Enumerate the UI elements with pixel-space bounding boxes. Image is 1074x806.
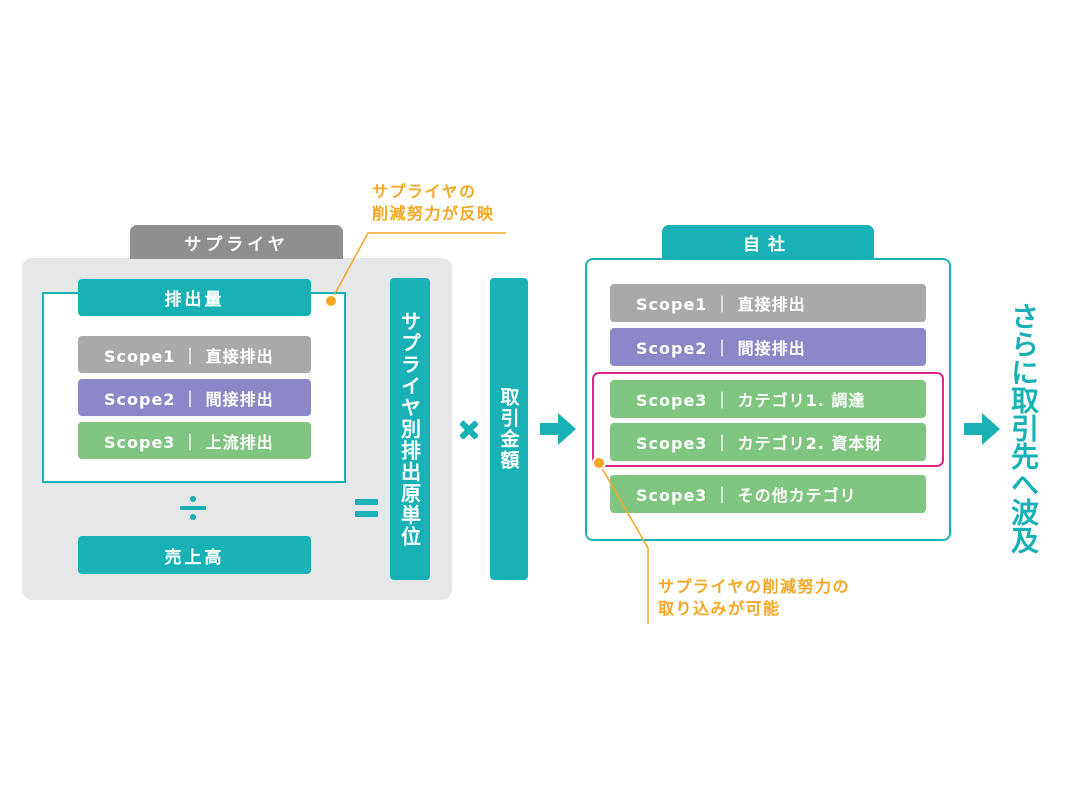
- scope3-highlight-frame: [592, 372, 944, 467]
- multiply-icon: [459, 420, 479, 440]
- transaction-amount-label: 取引金額: [497, 387, 520, 471]
- transaction-amount-box: 取引金額: [490, 278, 528, 580]
- emissions-label: 排出量: [78, 279, 311, 316]
- equals-icon: [355, 497, 378, 519]
- emission-intensity-label: サプライヤ別排出原単位: [397, 310, 422, 548]
- supplier-scope2-bar: Scope2 ｜ 間接排出: [78, 379, 311, 416]
- supplier-scope3-bar: Scope3 ｜ 上流排出: [78, 422, 311, 459]
- sales-label: 売上高: [78, 536, 311, 574]
- supplier-callout-line-1: サプライヤの: [372, 182, 477, 201]
- ripple-label: さらに取引先へ波及: [1007, 302, 1040, 554]
- supplier-tab: サプライヤ: [130, 225, 343, 259]
- company-callout-line-2: 取り込みが可能: [658, 599, 781, 618]
- supplier-callout-line-2: 削減努力が反映: [372, 204, 495, 223]
- arrow-right-icon: [964, 413, 1000, 445]
- company-scope3-other-bar: Scope3 ｜ その他カテゴリ: [610, 475, 926, 513]
- company-callout-line-1: サプライヤの削減努力の: [658, 577, 851, 596]
- supplier-scope1-bar: Scope1 ｜ 直接排出: [78, 336, 311, 373]
- company-callout: サプライヤの削減努力の 取り込みが可能: [658, 576, 850, 620]
- company-scope3-cat2-bar: Scope3 ｜ カテゴリ2. 資本財: [610, 423, 926, 461]
- company-scope1-bar: Scope1 ｜ 直接排出: [610, 284, 926, 322]
- emission-intensity-box: サプライヤ別排出原単位: [390, 278, 430, 580]
- company-scope2-bar: Scope2 ｜ 間接排出: [610, 328, 926, 366]
- ripple-label-box: さらに取引先へ波及: [1002, 296, 1044, 560]
- company-scope3-cat1-bar: Scope3 ｜ カテゴリ1. 調達: [610, 380, 926, 418]
- supplier-callout: サプライヤの 削減努力が反映: [372, 181, 495, 225]
- company-tab: 自社: [662, 225, 874, 259]
- divide-icon: [180, 495, 206, 521]
- arrow-right-icon: [540, 413, 576, 445]
